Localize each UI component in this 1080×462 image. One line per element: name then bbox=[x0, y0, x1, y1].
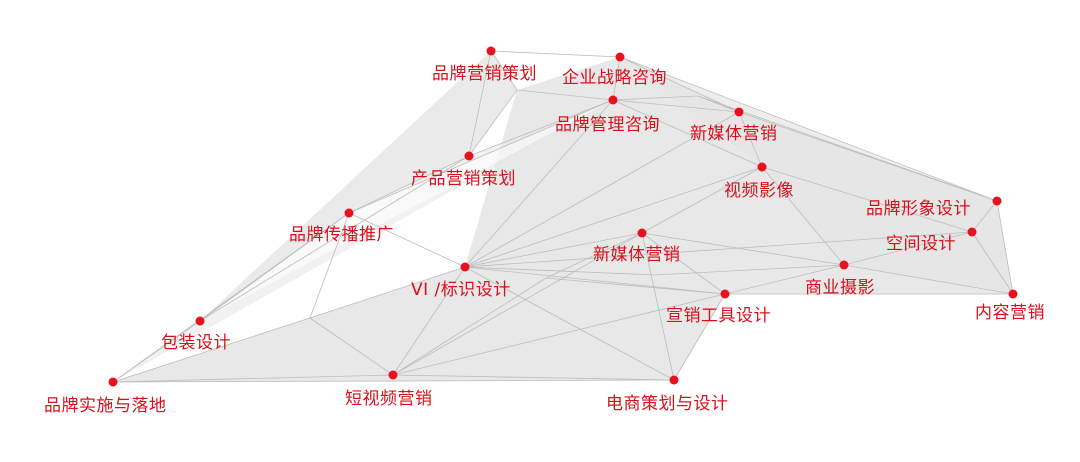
connection-line-38 bbox=[761, 166, 973, 233]
connection-line-5 bbox=[468, 89, 518, 157]
connection-line-16 bbox=[112, 212, 350, 383]
node-dot-n2 bbox=[615, 52, 625, 62]
connection-line-31 bbox=[464, 231, 973, 268]
connection-line-7 bbox=[619, 56, 740, 113]
connection-line-23 bbox=[309, 266, 466, 319]
connection-line-35 bbox=[612, 95, 699, 101]
node-dots bbox=[108, 46, 1018, 387]
label-brand-implementation: 品牌实施与落地 bbox=[44, 396, 167, 416]
connection-line-47 bbox=[641, 232, 726, 295]
shape-mid-band bbox=[113, 100, 613, 382]
label-new-media-marketing-top: 新媒体营销 bbox=[690, 124, 778, 144]
connection-line-27 bbox=[464, 111, 740, 268]
node-dot-n3 bbox=[608, 95, 618, 105]
connection-line-6 bbox=[612, 56, 621, 101]
label-brand-communication: 品牌传播推广 bbox=[289, 225, 394, 245]
connection-line-32 bbox=[738, 111, 763, 168]
connection-line-55 bbox=[392, 293, 726, 376]
connection-line-13 bbox=[348, 155, 470, 214]
label-packaging-design: 包装设计 bbox=[161, 333, 231, 353]
label-sales-tool-design: 宣销工具设计 bbox=[666, 306, 771, 326]
node-dot-n17 bbox=[388, 370, 398, 380]
connection-line-37 bbox=[761, 166, 845, 266]
connection-line-4 bbox=[516, 89, 614, 101]
label-brand-management-consulting: 品牌管理咨询 bbox=[555, 115, 660, 135]
connection-line-50 bbox=[392, 277, 547, 376]
connection-line-17 bbox=[348, 212, 466, 268]
connection-line-56 bbox=[392, 232, 643, 376]
connection-line-1 bbox=[490, 50, 518, 91]
node-dot-n7 bbox=[992, 196, 1002, 206]
connection-line-42 bbox=[843, 231, 973, 266]
label-brand-image-design: 品牌形象设计 bbox=[866, 199, 971, 219]
connection-line-11 bbox=[348, 99, 614, 214]
connection-line-19 bbox=[112, 320, 201, 383]
label-product-marketing-planning: 产品营销策划 bbox=[411, 169, 516, 189]
connection-line-58 bbox=[464, 266, 656, 276]
connection-lines bbox=[112, 50, 1014, 383]
node-dot-n15 bbox=[195, 316, 205, 326]
connection-line-44 bbox=[843, 264, 1014, 295]
node-dot-n12 bbox=[839, 260, 849, 270]
connection-line-3 bbox=[490, 50, 621, 58]
connection-line-25 bbox=[392, 266, 466, 376]
connection-line-2 bbox=[468, 50, 492, 157]
connection-line-14 bbox=[199, 155, 470, 322]
connection-line-59 bbox=[612, 99, 763, 168]
connection-line-49 bbox=[545, 232, 643, 279]
connection-line-39 bbox=[641, 166, 763, 234]
shape-gap-1 bbox=[200, 100, 613, 321]
connection-line-21 bbox=[112, 374, 394, 383]
connection-line-24 bbox=[309, 317, 394, 376]
connection-line-40 bbox=[971, 200, 998, 233]
node-dot-n6 bbox=[757, 162, 767, 172]
connection-line-9 bbox=[468, 99, 614, 157]
connection-line-45 bbox=[724, 264, 845, 295]
label-corporate-strategy-consulting: 企业战略咨询 bbox=[562, 68, 667, 88]
node-dot-n13 bbox=[1008, 289, 1018, 299]
node-dot-n14 bbox=[720, 289, 730, 299]
node-dot-n5 bbox=[464, 151, 474, 161]
label-brand-marketing-planning: 品牌营销策划 bbox=[432, 64, 537, 84]
connection-line-41 bbox=[996, 200, 1014, 295]
connection-line-57 bbox=[654, 264, 845, 276]
connection-line-51 bbox=[545, 277, 726, 295]
connection-line-48 bbox=[641, 232, 675, 381]
connection-line-20 bbox=[112, 317, 311, 383]
shape-left-band bbox=[200, 51, 517, 321]
label-space-design: 空间设计 bbox=[886, 234, 956, 254]
label-content-marketing: 内容营销 bbox=[975, 303, 1045, 323]
connection-line-46 bbox=[641, 232, 845, 266]
connection-line-43 bbox=[971, 231, 1014, 295]
node-dot-n1 bbox=[486, 46, 496, 56]
label-video-imaging: 视频影像 bbox=[724, 181, 794, 201]
node-dot-n10 bbox=[637, 228, 647, 238]
node-dot-n8 bbox=[344, 208, 354, 218]
connection-line-8 bbox=[619, 56, 998, 202]
node-dot-n16 bbox=[108, 377, 118, 387]
connection-line-29 bbox=[464, 266, 726, 295]
node-dot-n18 bbox=[669, 375, 679, 385]
connection-line-10 bbox=[612, 99, 740, 113]
connection-line-12 bbox=[464, 99, 614, 268]
shape-right-wing bbox=[620, 57, 1013, 294]
connection-line-28 bbox=[464, 166, 763, 268]
label-new-media-marketing-mid: 新媒体营销 bbox=[593, 245, 681, 265]
label-short-video-marketing: 短视频营销 bbox=[345, 389, 433, 409]
connection-line-52 bbox=[673, 293, 726, 381]
connection-line-36 bbox=[697, 95, 998, 202]
label-commercial-photography: 商业摄影 bbox=[805, 278, 875, 298]
label-ecommerce-planning-design: 电商策划与设计 bbox=[606, 394, 729, 414]
connection-line-26 bbox=[464, 232, 643, 268]
connection-line-30 bbox=[464, 266, 675, 381]
connection-line-54 bbox=[392, 374, 675, 381]
node-dot-n11 bbox=[460, 262, 470, 272]
label-vi-logo-design: VI /标识设计 bbox=[411, 280, 511, 300]
connection-line-22 bbox=[112, 379, 675, 383]
connection-line-18 bbox=[309, 212, 350, 319]
node-dot-n4 bbox=[734, 107, 744, 117]
node-dot-n9 bbox=[967, 227, 977, 237]
